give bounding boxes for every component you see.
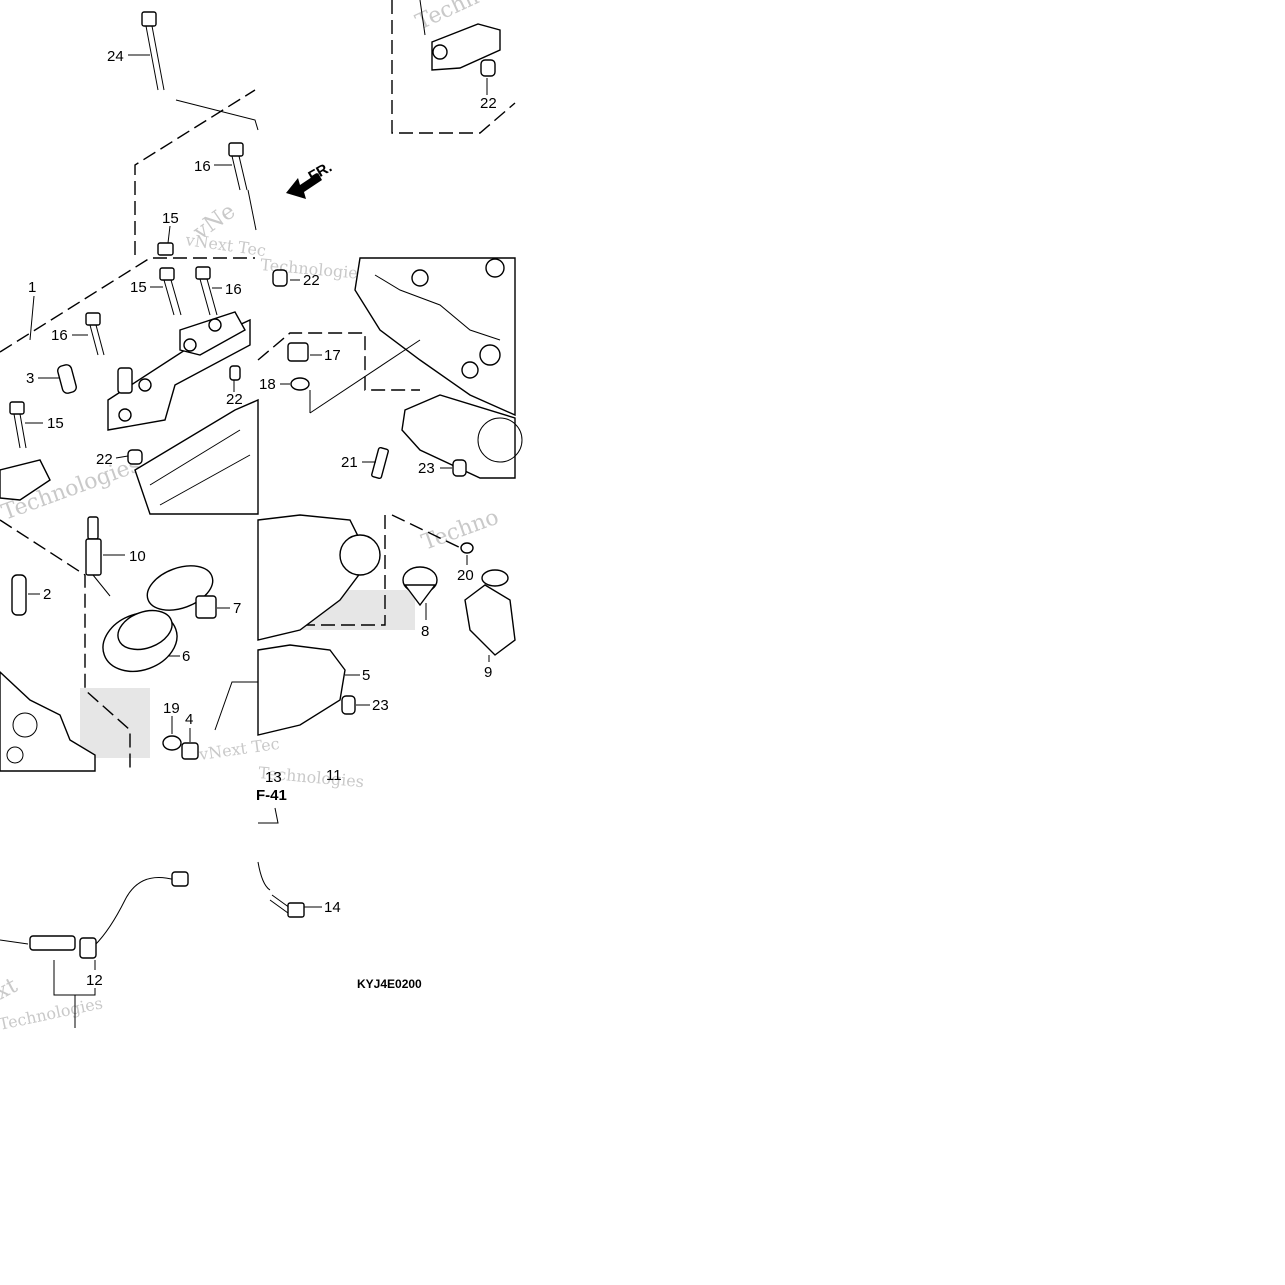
callout-1: 1 [28, 279, 36, 296]
band-7 [146, 565, 217, 619]
bolt-14 [257, 861, 305, 918]
callout-22: 22 [226, 391, 243, 408]
callout-labels: 24 22 16 15 1 15 16 16 3 22 15 22 22 17 … [26, 48, 497, 989]
stud-21 [371, 446, 389, 480]
watermark-fragment: vNext Tec [197, 734, 281, 764]
callout-16: 16 [194, 158, 211, 175]
watermark-fragment: Technologies [0, 993, 104, 1034]
front-direction-arrow: FR. [286, 159, 335, 199]
watermark: Techno vNext Tec Technologies Technologi… [0, 0, 502, 1034]
callout-23: 23 [418, 460, 435, 477]
callout-9: 9 [484, 664, 492, 681]
o2-sensor-12 [0, 871, 189, 959]
nut-15-top [157, 242, 174, 256]
callout-17: 17 [324, 347, 341, 364]
callout-21: 21 [341, 454, 358, 471]
upper-right-clamp [419, 0, 501, 77]
callout-5: 5 [362, 667, 370, 684]
bolt-16-top [228, 142, 257, 231]
cylinder-head [354, 257, 516, 417]
callout-18: 18 [259, 376, 276, 393]
insulator-6 [102, 609, 178, 673]
callout-13: 13 [265, 769, 282, 786]
callout-15: 15 [47, 415, 64, 432]
watermark-fragment: xt [0, 973, 22, 1005]
callout-23: 23 [372, 697, 389, 714]
callout-22: 22 [303, 272, 320, 289]
leader-lines [25, 54, 490, 1028]
callout-16: 16 [225, 281, 242, 298]
callout-15: 15 [130, 279, 147, 296]
reference-label: F-41 [256, 787, 287, 804]
callout-19: 19 [163, 700, 180, 717]
head-lower-right [257, 514, 381, 641]
head-lower-left [0, 671, 96, 772]
callout-16: 16 [51, 327, 68, 344]
callout-11-partial: 11 [326, 767, 342, 784]
guide-2 [11, 574, 27, 616]
callout-7: 7 [233, 600, 241, 617]
plug-4 [181, 742, 199, 760]
spark-plug-10 [85, 516, 111, 597]
callout-2: 2 [43, 586, 51, 603]
dowel-22 [272, 269, 288, 287]
bolt-24 [141, 11, 259, 131]
washer-20 [460, 542, 474, 554]
callout-6: 6 [182, 648, 190, 665]
dowel-23-upper [452, 459, 467, 477]
cam-holder-assembly [0, 266, 259, 515]
assembly-frames [0, 0, 516, 770]
dowel-23-lower [341, 695, 356, 715]
callout-20: 20 [457, 567, 474, 584]
callout-8: 8 [421, 623, 429, 640]
callout-3: 3 [26, 370, 34, 387]
callout-12: 12 [86, 972, 103, 989]
callout-14: 14 [324, 899, 341, 916]
callout-10: 10 [129, 548, 146, 565]
reference-marker: F-41 [256, 787, 287, 824]
callout-24: 24 [107, 48, 124, 65]
washer-19 [162, 735, 182, 751]
gasket-upper [401, 394, 523, 479]
drawing-code: KYJ4E0200 [357, 977, 422, 991]
callout-22: 22 [96, 451, 113, 468]
gasket-lower [257, 644, 346, 736]
callout-15: 15 [162, 210, 179, 227]
thermostat-8 [402, 566, 438, 607]
nut-17 [287, 339, 421, 414]
water-outlet-9 [464, 569, 516, 656]
callout-4: 4 [185, 711, 193, 728]
callout-22: 22 [480, 95, 497, 112]
